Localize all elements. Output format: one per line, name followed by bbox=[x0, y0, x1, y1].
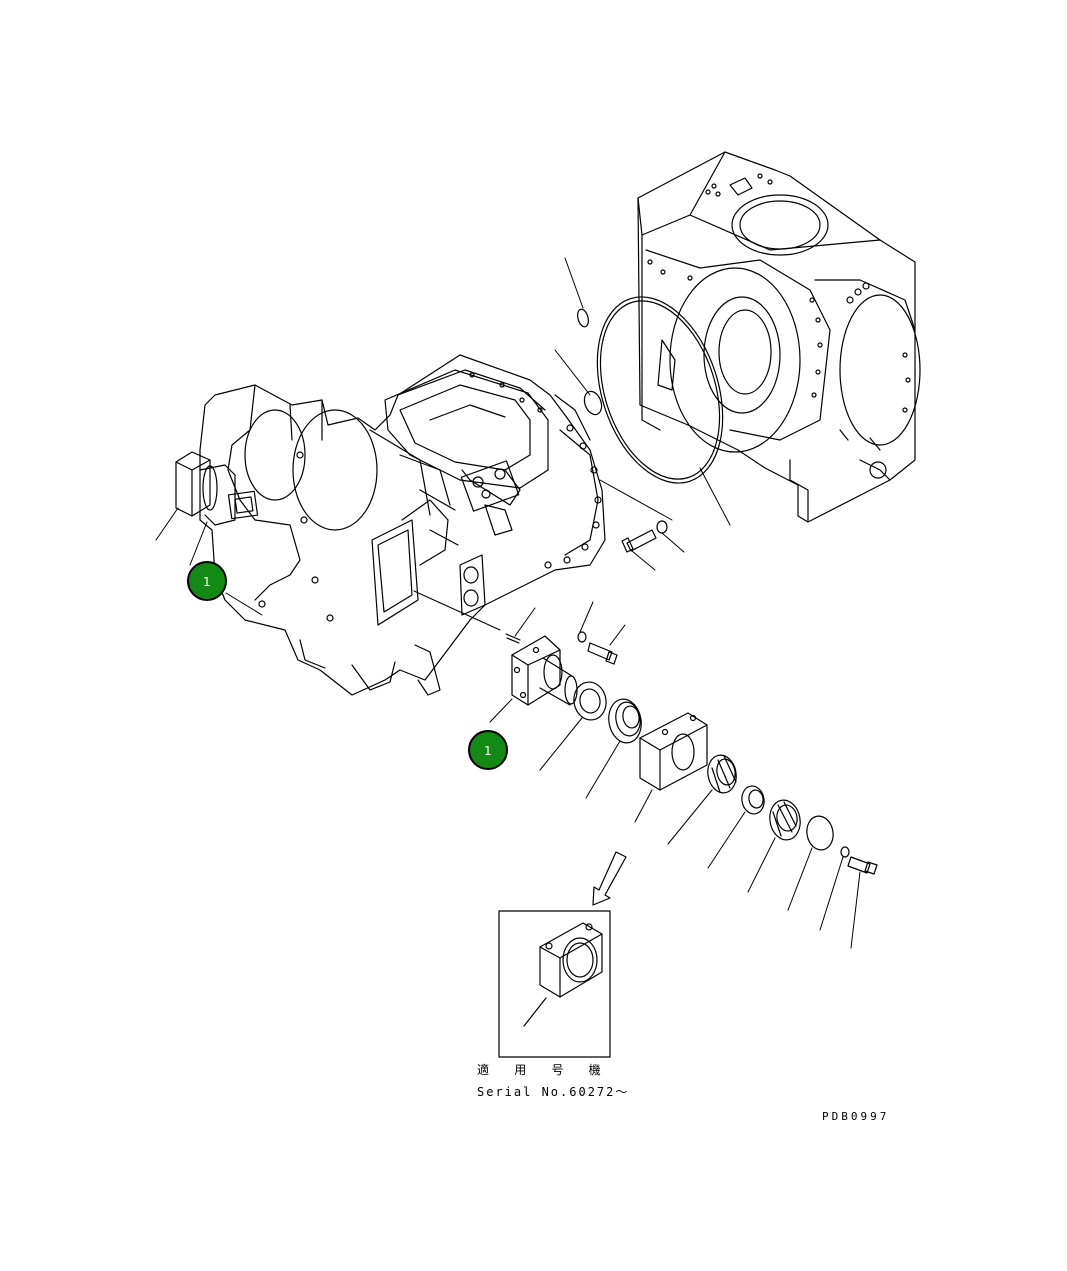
bearing-race bbox=[741, 785, 765, 815]
dowel-pin bbox=[505, 633, 521, 644]
housing-gasket bbox=[596, 296, 724, 484]
mounting-bolt-lower bbox=[847, 856, 878, 875]
side-mounted-block bbox=[175, 451, 259, 526]
mounting-bolt-upper bbox=[621, 529, 657, 553]
drawing-code: PDB0997 bbox=[822, 1110, 890, 1123]
flange-shaft bbox=[511, 635, 578, 706]
inset-serial-number: Serial No.60272〜 bbox=[477, 1085, 630, 1099]
bearing-housing bbox=[639, 712, 708, 791]
inset-flange-part bbox=[539, 922, 603, 998]
mounting-bolt-flange bbox=[587, 642, 618, 665]
direction-arrow bbox=[592, 851, 627, 906]
o-ring-small bbox=[577, 308, 589, 328]
callout-1-upper[interactable]: 1 bbox=[187, 561, 227, 601]
washer-upper bbox=[656, 520, 668, 534]
washer-lower bbox=[840, 846, 850, 858]
roller-bearing bbox=[707, 754, 737, 794]
inset-heading: 適 用 号 機 bbox=[477, 1063, 610, 1077]
rear-housing bbox=[637, 151, 921, 523]
spacer-gear bbox=[769, 799, 801, 841]
leader-lines bbox=[155, 257, 861, 949]
callout-1-lower[interactable]: 1 bbox=[468, 730, 508, 770]
oil-seal bbox=[608, 698, 642, 744]
callout-1-upper-label: 1 bbox=[203, 575, 211, 589]
thrust-washer bbox=[573, 681, 607, 721]
transmission-case bbox=[199, 354, 606, 696]
callout-1-lower-label: 1 bbox=[484, 744, 492, 758]
washer-flange bbox=[577, 631, 587, 643]
inset-frame bbox=[498, 910, 611, 1058]
o-ring-medium bbox=[583, 390, 603, 416]
cover-plate bbox=[806, 815, 834, 851]
inset-leader bbox=[523, 997, 547, 1027]
